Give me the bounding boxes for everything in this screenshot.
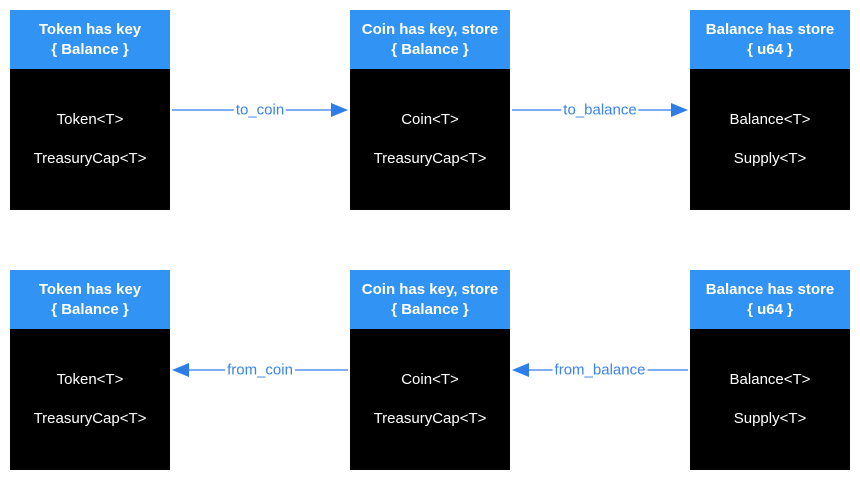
arrow-left-icon [512, 363, 529, 377]
node-field: Balance<T> [729, 371, 811, 388]
node-body: Balance<T> Supply<T> [690, 329, 850, 470]
node-body: Coin<T> TreasuryCap<T> [350, 329, 510, 470]
node-field: TreasuryCap<T> [33, 410, 147, 427]
arrow-label: from_balance [552, 361, 648, 379]
node-title: Balance has store [705, 280, 835, 298]
arrow-from-balance: from_balance [512, 361, 688, 379]
node-field: TreasuryCap<T> [373, 410, 487, 427]
node-subtitle: { Balance } [391, 40, 469, 58]
arrow-label: from_coin [225, 361, 295, 379]
arrow-to-coin: to_coin [172, 101, 348, 119]
node-header: Balance has store { u64 } [690, 10, 850, 69]
arrow-label: to_coin [233, 101, 287, 119]
node-body: Balance<T> Supply<T> [690, 69, 850, 210]
arrow-left-icon [172, 363, 189, 377]
node-field: Coin<T> [401, 111, 459, 128]
arrow-to-balance: to_balance [512, 101, 688, 119]
node-header: Balance has store { u64 } [690, 270, 850, 329]
node-token-bottom: Token has key { Balance } Token<T> Treas… [10, 270, 170, 470]
node-field: Token<T> [56, 111, 124, 128]
node-header: Coin has key, store { Balance } [350, 10, 510, 69]
node-balance-top: Balance has store { u64 } Balance<T> Sup… [690, 10, 850, 210]
node-field: Supply<T> [733, 150, 807, 167]
node-field: Balance<T> [729, 111, 811, 128]
node-subtitle: { Balance } [391, 300, 469, 318]
node-field: Supply<T> [733, 410, 807, 427]
node-subtitle: { Balance } [51, 300, 129, 318]
node-title: Token has key [38, 20, 142, 38]
node-header: Coin has key, store { Balance } [350, 270, 510, 329]
node-field: Token<T> [56, 371, 124, 388]
node-body: Token<T> TreasuryCap<T> [10, 329, 170, 470]
node-body: Token<T> TreasuryCap<T> [10, 69, 170, 210]
node-balance-bottom: Balance has store { u64 } Balance<T> Sup… [690, 270, 850, 470]
arrow-right-icon [671, 103, 688, 117]
node-title: Token has key [38, 280, 142, 298]
arrow-right-icon [331, 103, 348, 117]
node-header: Token has key { Balance } [10, 270, 170, 329]
node-field: TreasuryCap<T> [373, 150, 487, 167]
node-subtitle: { u64 } [747, 300, 793, 318]
node-title: Coin has key, store [361, 280, 499, 298]
node-field: Coin<T> [401, 371, 459, 388]
node-field: TreasuryCap<T> [33, 150, 147, 167]
node-subtitle: { u64 } [747, 40, 793, 58]
node-title: Balance has store [705, 20, 835, 38]
arrow-label: to_balance [561, 101, 639, 119]
node-token-top: Token has key { Balance } Token<T> Treas… [10, 10, 170, 210]
node-header: Token has key { Balance } [10, 10, 170, 69]
node-coin-top: Coin has key, store { Balance } Coin<T> … [350, 10, 510, 210]
node-coin-bottom: Coin has key, store { Balance } Coin<T> … [350, 270, 510, 470]
arrow-from-coin: from_coin [172, 361, 348, 379]
node-body: Coin<T> TreasuryCap<T> [350, 69, 510, 210]
node-title: Coin has key, store [361, 20, 499, 38]
node-subtitle: { Balance } [51, 40, 129, 58]
